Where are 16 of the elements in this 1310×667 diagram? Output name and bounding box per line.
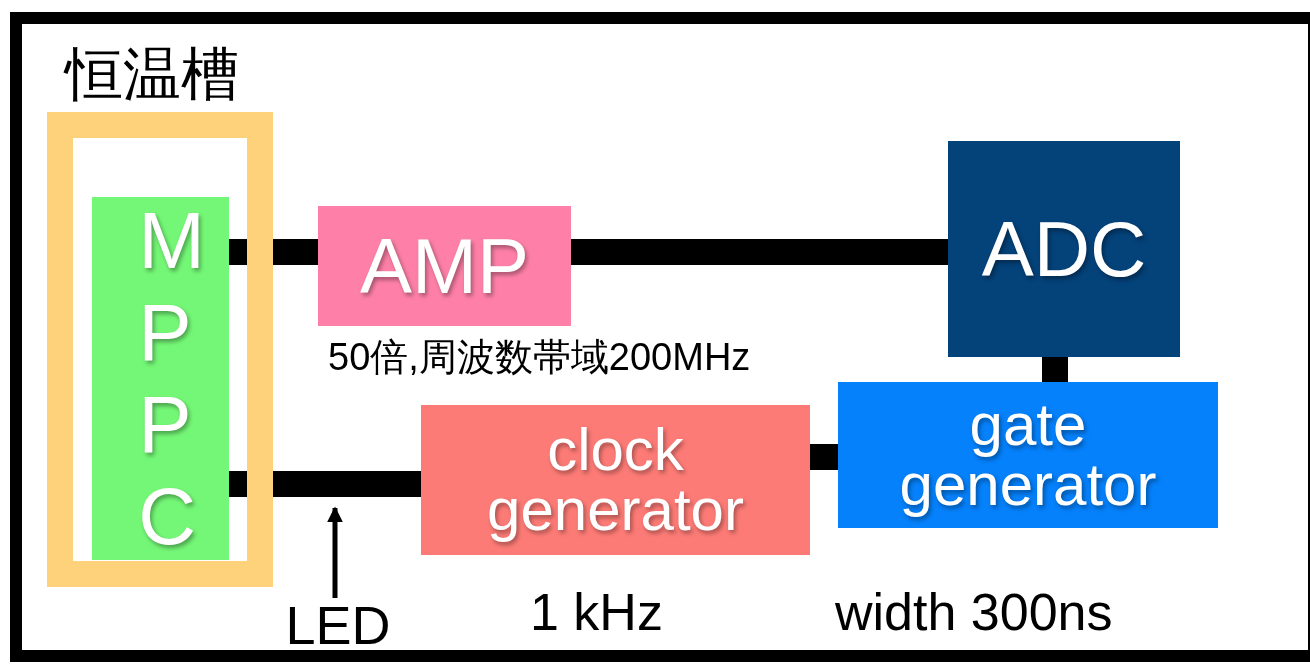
adc-box: ADC — [948, 141, 1180, 357]
amplifier-box: AMP — [318, 206, 571, 326]
led-label: LED — [272, 598, 404, 654]
annotation-text: 50倍,周波数帯域200MHz — [328, 338, 751, 376]
connection-line — [810, 444, 838, 470]
generator-box: gate generator — [838, 382, 1218, 528]
annotation-text: width 300ns — [835, 586, 1113, 638]
generator-box: clock generator — [421, 405, 810, 555]
connection-line — [571, 239, 948, 265]
connection-line — [229, 471, 421, 497]
arrow — [327, 506, 343, 598]
sensor-box: MPPC — [92, 197, 229, 560]
annotation-text: 1 kHz — [530, 586, 663, 638]
connection-line — [229, 239, 318, 265]
heading: 恒温槽 — [65, 45, 239, 103]
connection-line — [1042, 357, 1068, 382]
